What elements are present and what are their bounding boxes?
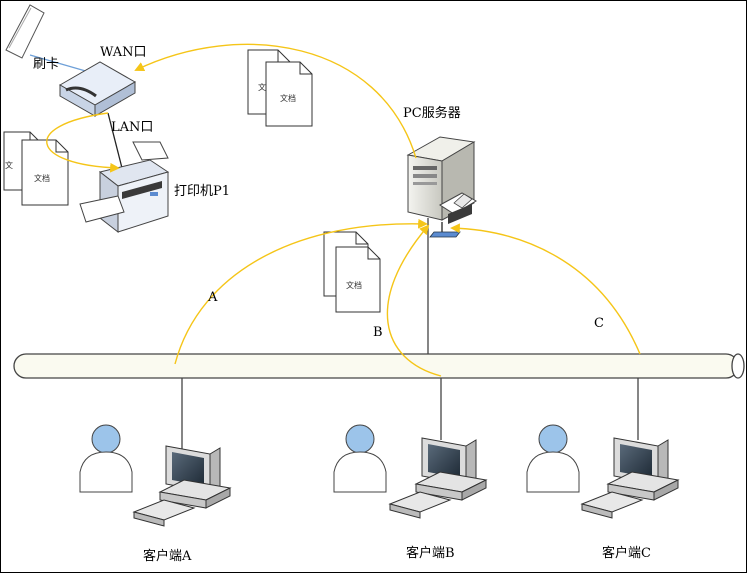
flow-reader-to-printer [46,112,120,173]
document-icon [323,231,381,313]
path-b-label: B [373,325,383,340]
document-text: 文档 [280,94,296,103]
flow-path-a [174,218,428,365]
card-icon [5,4,45,59]
flow-path-b [386,224,442,377]
document-text: 文档 [346,281,362,290]
computer-icon [388,437,488,519]
user-icon [79,424,133,493]
client-a-label: 客户端A [143,549,192,564]
document-text: 文 [5,161,13,170]
computer-icon [132,445,232,527]
client-c-label: 客户端C [602,546,651,561]
document-icon [247,49,313,127]
path-c-label: C [594,316,604,331]
document-icon [3,131,69,206]
server-label: PC服务器 [403,106,461,121]
server-icon [406,136,477,238]
printer-icon [79,141,170,234]
user-icon [333,424,387,493]
lan-cable [107,112,123,169]
card-label: 刷卡 [33,57,60,72]
lan-port-label: LAN口 [111,120,154,135]
document-text: 文档 [34,174,50,183]
computer-icon [580,437,680,519]
flow-server-to-reader [134,43,417,159]
document-text: 文 [258,83,266,92]
network-bus [13,353,745,379]
path-a-label: A [208,290,218,305]
wan-port-label: WAN口 [100,45,147,60]
printer-label: 打印机P1 [174,184,231,199]
client-b-label: 客户端B [406,546,455,561]
card-reader-icon [58,61,137,117]
user-icon [526,424,580,493]
flow-path-c [450,223,641,355]
